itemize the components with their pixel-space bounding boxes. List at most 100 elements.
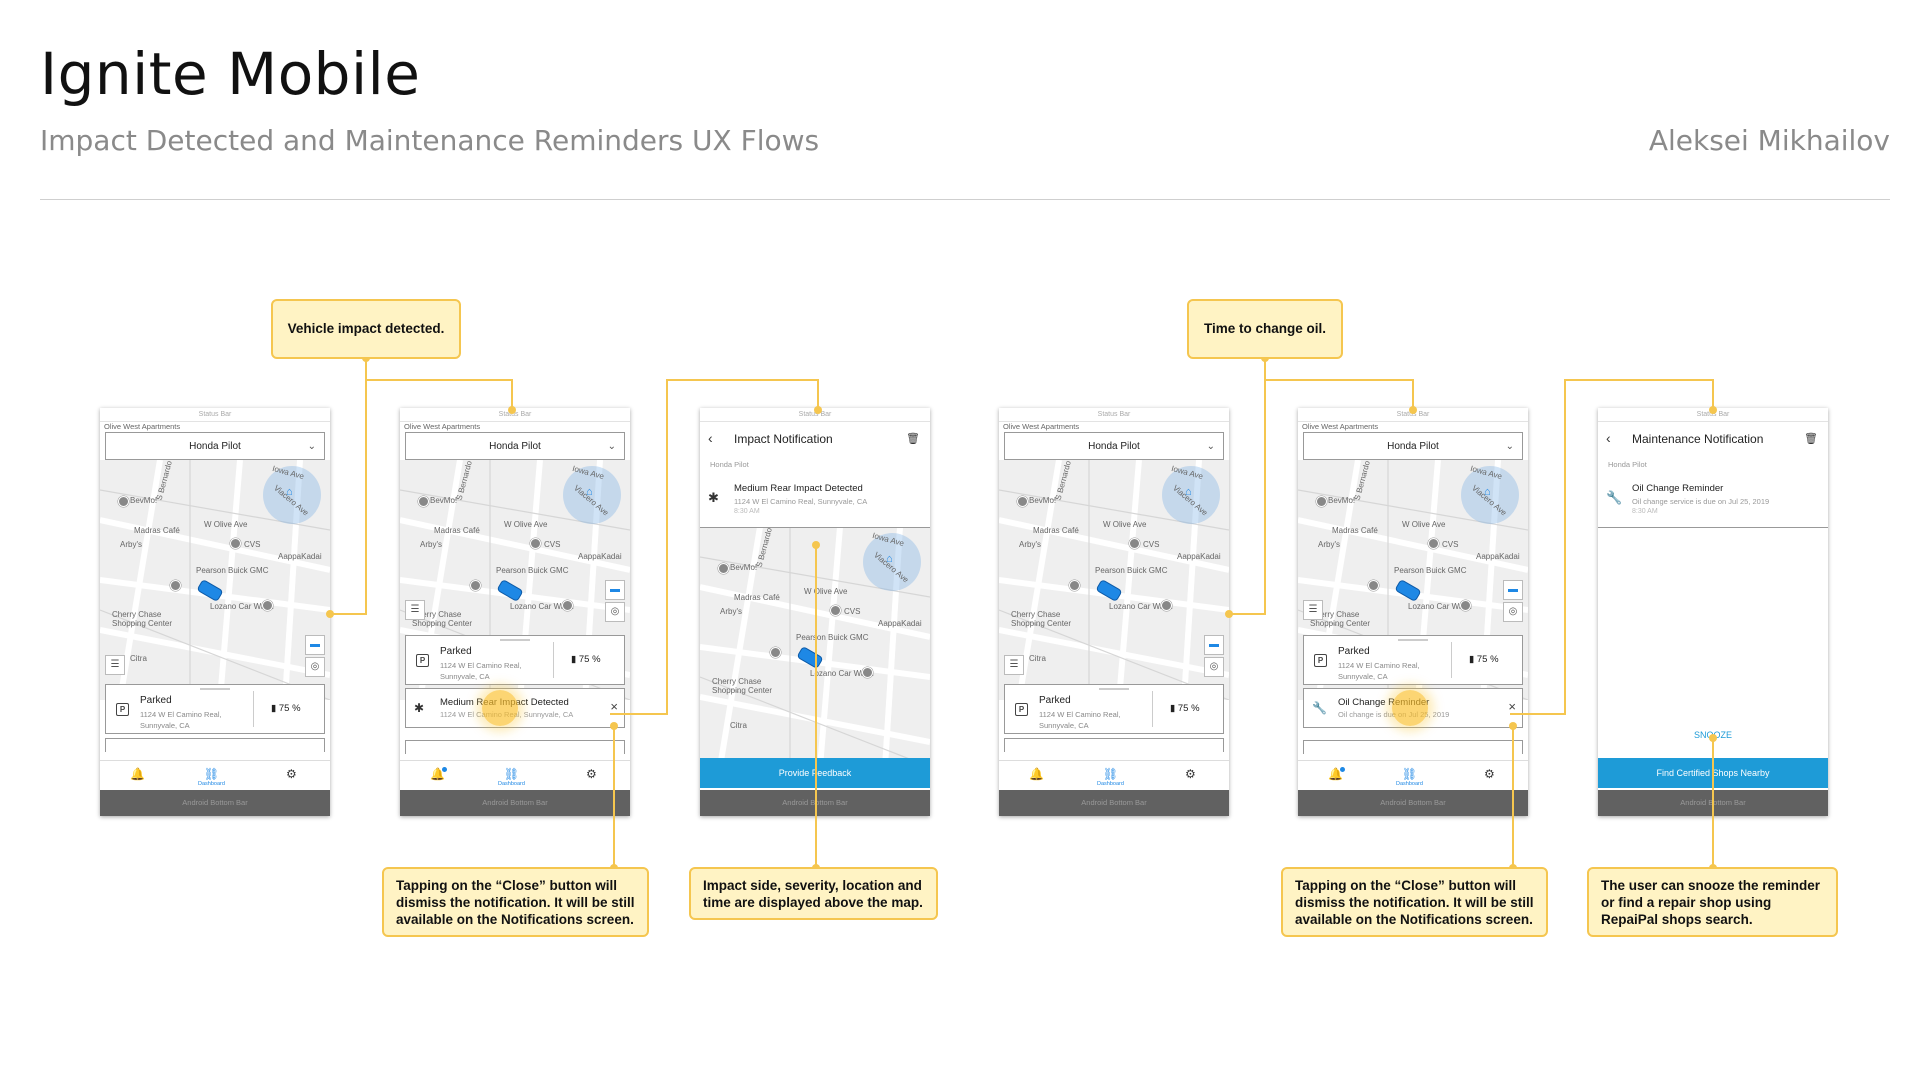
bottom-tab-bar: 🔔 ⛓Dashboard ⚙ <box>100 760 330 793</box>
chevron-down-icon: ⌄ <box>307 441 316 452</box>
car-icon: ⛓ <box>503 767 520 781</box>
poi-pin-icon <box>862 667 873 678</box>
screen-dashboard-impact-notif: Status Bar Olive West Apartments ⌂ BevMo… <box>400 408 630 816</box>
home-icon[interactable]: ⌂ <box>886 553 893 565</box>
virtual-mechanic-card[interactable] <box>105 738 325 752</box>
drag-handle[interactable] <box>1398 639 1428 641</box>
layers-icon[interactable]: ☰ <box>1303 600 1323 620</box>
car-icon: ⛓ <box>1401 767 1418 781</box>
tab-dashboard-label: Dashboard <box>1097 781 1124 787</box>
virtual-mechanic-card[interactable] <box>1004 738 1224 752</box>
map-view[interactable]: ⌂ BevMo! Madras Café W Olive Ave Arby's … <box>700 527 930 758</box>
bell-icon[interactable]: 🔔 <box>430 767 445 781</box>
car-icon: ⛓ <box>1102 767 1119 781</box>
snooze-button[interactable]: SNOOZE <box>1693 730 1732 740</box>
card-divider <box>253 691 254 727</box>
map-label: Madras Café <box>434 526 480 535</box>
android-bottom-bar: Android Bottom Bar <box>999 790 1229 816</box>
trash-icon[interactable]: 🗑 <box>906 433 920 445</box>
map-label: Arby's <box>720 607 742 616</box>
fuel-level: ▮ 75 % <box>1170 703 1200 714</box>
vehicle-name: Honda Pilot <box>189 441 241 452</box>
tab-dashboard[interactable]: ⛓Dashboard <box>1097 767 1124 787</box>
gear-icon[interactable]: ⚙ <box>586 767 597 781</box>
trash-icon[interactable]: 🗑 <box>1804 433 1818 445</box>
map-label: Shopping Center <box>712 686 773 695</box>
find-shops-button[interactable]: Find Certified Shops Nearby <box>1598 758 1828 788</box>
screen-title: Impact Notification <box>734 432 833 446</box>
parked-title: Parked <box>440 646 472 657</box>
map-label: AappaKadai <box>1476 552 1520 561</box>
poi-pin-icon <box>262 600 273 611</box>
parked-address: 1124 W El Camino Real,Sunnyvale, CA <box>140 710 222 730</box>
poi-pin-icon <box>1069 580 1080 591</box>
map-label: BevMo! <box>130 496 158 505</box>
layers-icon[interactable]: ☰ <box>405 600 425 620</box>
map-label: Citra <box>1029 654 1046 663</box>
parking-icon: P <box>1314 654 1327 667</box>
virtual-mechanic-card[interactable] <box>405 740 625 754</box>
drag-handle[interactable] <box>200 688 230 690</box>
status-bar: Status Bar <box>1298 408 1528 422</box>
gear-icon[interactable]: ⚙ <box>1185 767 1196 781</box>
poi-pin-icon <box>170 580 181 591</box>
map-label: Madras Café <box>134 526 180 535</box>
vehicle-selector[interactable]: Honda Pilot⌄ <box>1004 432 1224 460</box>
vehicle-selector[interactable]: Honda Pilot⌄ <box>405 432 625 460</box>
car-center-icon[interactable]: ▬ <box>305 635 325 655</box>
tab-dashboard[interactable]: ⛓Dashboard <box>498 767 525 787</box>
car-center-icon[interactable]: ▬ <box>605 580 625 600</box>
drag-handle[interactable] <box>500 639 530 641</box>
close-icon[interactable]: × <box>1508 699 1516 714</box>
parked-card[interactable]: P Parked 1124 W El Camino Real,Sunnyvale… <box>405 635 625 685</box>
map-label: Cherry Chase <box>1011 610 1061 619</box>
vehicle-name: Honda Pilot <box>1387 441 1439 452</box>
map-label: Madras Café <box>1332 526 1378 535</box>
map-label: Citra <box>730 721 747 730</box>
parked-card[interactable]: P Parked 1124 W El Camino Real,Sunnyvale… <box>1303 635 1523 685</box>
home-icon[interactable]: ⌂ <box>1484 486 1491 498</box>
map-label: Pearson Buick GMC <box>196 566 269 575</box>
poi-pin-icon <box>230 538 241 549</box>
map-view[interactable]: ⌂ BevMo! Madras Café W Olive Ave Arby's … <box>999 460 1229 700</box>
tab-dashboard[interactable]: ⛓Dashboard <box>198 767 225 787</box>
parked-card[interactable]: P Parked 1124 W El Camino Real,Sunnyvale… <box>1004 684 1224 734</box>
bell-icon[interactable]: 🔔 <box>130 767 145 781</box>
vehicle-selector[interactable]: Honda Pilot ⌄ <box>105 432 325 460</box>
car-icon: ⛓ <box>203 767 220 781</box>
locate-icon[interactable]: ◎ <box>305 657 325 677</box>
locate-icon[interactable]: ◎ <box>1503 602 1523 622</box>
screen-dashboard-maint-notif: Status Bar Olive West Apartments ⌂ BevMo… <box>1298 408 1528 816</box>
home-icon[interactable]: ⌂ <box>1185 486 1192 498</box>
drag-handle[interactable] <box>1099 688 1129 690</box>
gear-icon[interactable]: ⚙ <box>1484 767 1495 781</box>
vehicle-selector[interactable]: Honda Pilot⌄ <box>1303 432 1523 460</box>
poi-pin-icon <box>1460 600 1471 611</box>
bell-icon[interactable]: 🔔 <box>1328 767 1343 781</box>
notification-title: Oil Change Reminder <box>1338 697 1430 708</box>
car-center-icon[interactable]: ▬ <box>1204 635 1224 655</box>
layers-icon[interactable]: ☰ <box>105 655 125 675</box>
layers-icon[interactable]: ☰ <box>1004 655 1024 675</box>
home-icon[interactable]: ⌂ <box>286 486 293 498</box>
close-icon[interactable]: × <box>610 699 618 714</box>
map-address: Olive West Apartments <box>1302 422 1379 431</box>
locate-icon[interactable]: ◎ <box>605 602 625 622</box>
home-icon[interactable]: ⌂ <box>586 486 593 498</box>
tab-dashboard[interactable]: ⛓Dashboard <box>1396 767 1423 787</box>
map-address: Olive West Apartments <box>404 422 481 431</box>
gear-icon[interactable]: ⚙ <box>286 767 297 781</box>
parked-card[interactable]: P Parked 1124 W El Camino Real,Sunnyvale… <box>105 684 325 734</box>
locate-icon[interactable]: ◎ <box>1204 657 1224 677</box>
notification-detail: ✱ Medium Rear Impact Detected 1124 W El … <box>700 472 930 528</box>
car-center-icon[interactable]: ▬ <box>1503 580 1523 600</box>
provide-feedback-button[interactable]: Provide Feedback <box>700 758 930 788</box>
back-arrow-icon[interactable]: ‹ <box>1606 430 1611 446</box>
bell-icon[interactable]: 🔔 <box>1029 767 1044 781</box>
map-label: CVS <box>844 607 861 616</box>
back-arrow-icon[interactable]: ‹ <box>708 430 713 446</box>
map-view[interactable]: ⌂ BevMo! Madras Café W Olive Ave Arby's … <box>100 460 330 700</box>
map-label: W Olive Ave <box>504 520 548 529</box>
virtual-mechanic-card[interactable] <box>1303 740 1523 754</box>
vehicle-name: Honda Pilot <box>489 441 541 452</box>
